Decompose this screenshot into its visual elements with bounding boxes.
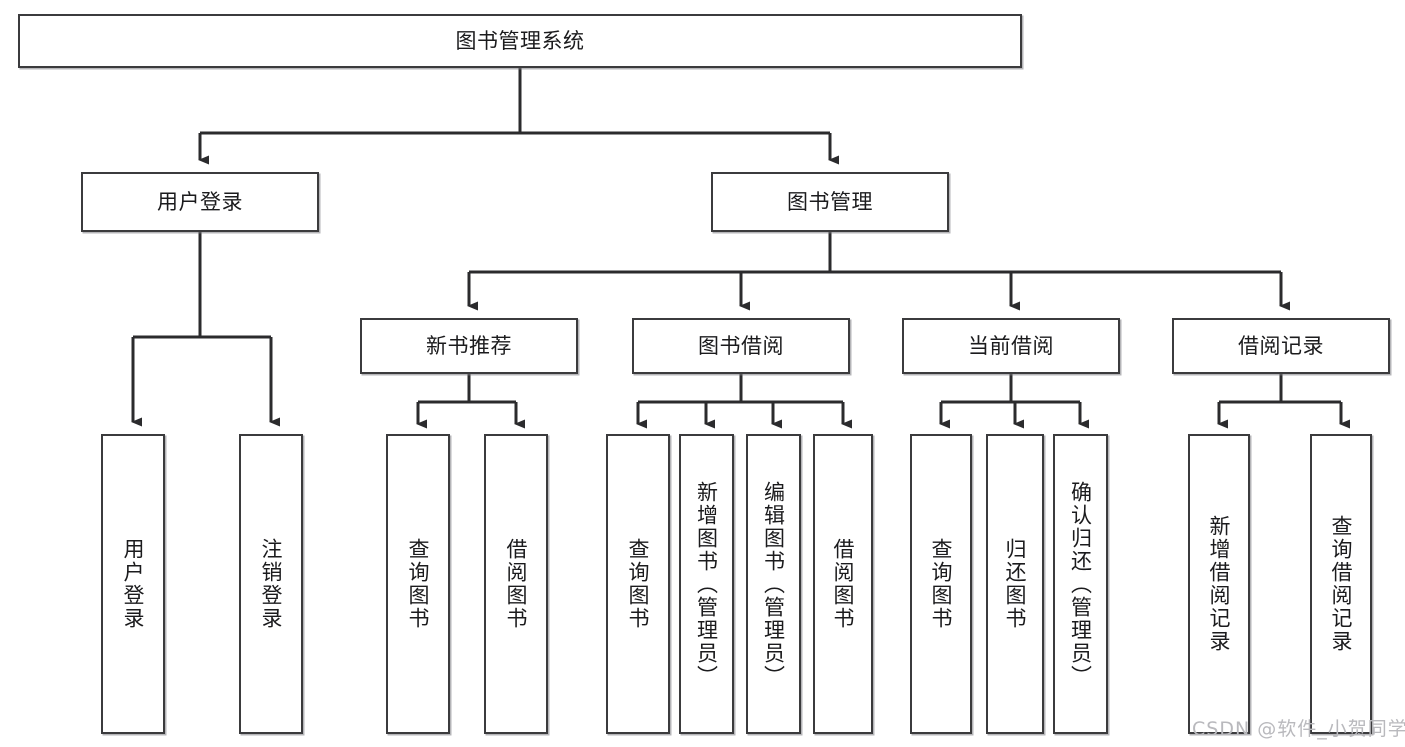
node-book-borrow[interactable]: 图书借阅: [632, 318, 850, 374]
leaf-borrow-lend-book-label: 借阅图书: [831, 538, 856, 630]
node-user-login[interactable]: 用户登录: [81, 172, 319, 232]
node-borrow-record[interactable]: 借阅记录: [1172, 318, 1390, 374]
leaf-borrow-lend-book[interactable]: 借阅图书: [813, 434, 873, 734]
leaf-current-return-book[interactable]: 归还图书: [986, 434, 1044, 734]
leaf-user-login[interactable]: 用户登录: [101, 434, 165, 734]
leaf-borrow-query-book[interactable]: 查询图书: [606, 434, 670, 734]
node-book-management-label: 图书管理: [787, 189, 873, 214]
leaf-current-return-book-label: 归还图书: [1003, 538, 1028, 630]
leaf-current-confirm-return-admin[interactable]: 确认归还（管理员）: [1053, 434, 1108, 734]
leaf-record-add-record[interactable]: 新增借阅记录: [1188, 434, 1250, 734]
node-current-borrow[interactable]: 当前借阅: [902, 318, 1120, 374]
node-new-book-recommend[interactable]: 新书推荐: [360, 318, 578, 374]
leaf-current-query-book-label: 查询图书: [929, 538, 954, 630]
leaf-borrow-edit-book-admin-label: 编辑图书（管理员）: [761, 480, 786, 688]
leaf-current-confirm-return-admin-label: 确认归还（管理员）: [1068, 480, 1093, 688]
leaf-borrow-query-book-label: 查询图书: [626, 538, 651, 630]
leaf-record-query-record-label: 查询借阅记录: [1329, 515, 1354, 653]
node-borrow-record-label: 借阅记录: [1238, 333, 1324, 358]
node-new-book-recommend-label: 新书推荐: [426, 333, 512, 358]
node-book-borrow-label: 图书借阅: [698, 333, 784, 358]
leaf-current-query-book[interactable]: 查询图书: [910, 434, 972, 734]
node-book-management[interactable]: 图书管理: [711, 172, 949, 232]
leaf-newbook-query-book[interactable]: 查询图书: [386, 434, 450, 734]
node-root[interactable]: 图书管理系统: [18, 14, 1022, 68]
node-root-label: 图书管理系统: [455, 28, 585, 53]
leaf-borrow-add-book-admin-label: 新增图书（管理员）: [694, 480, 719, 688]
leaf-newbook-borrow-book-label: 借阅图书: [504, 538, 529, 630]
leaf-user-logout[interactable]: 注销登录: [239, 434, 303, 734]
leaf-newbook-borrow-book[interactable]: 借阅图书: [484, 434, 548, 734]
leaf-user-login-label: 用户登录: [121, 538, 146, 630]
leaf-borrow-add-book-admin[interactable]: 新增图书（管理员）: [679, 434, 734, 734]
node-current-borrow-label: 当前借阅: [968, 333, 1054, 358]
leaf-borrow-edit-book-admin[interactable]: 编辑图书（管理员）: [746, 434, 801, 734]
leaf-record-add-record-label: 新增借阅记录: [1207, 515, 1232, 653]
leaf-user-logout-label: 注销登录: [259, 538, 284, 630]
leaf-newbook-query-book-label: 查询图书: [406, 538, 431, 630]
node-user-login-label: 用户登录: [157, 189, 243, 214]
leaf-record-query-record[interactable]: 查询借阅记录: [1310, 434, 1372, 734]
